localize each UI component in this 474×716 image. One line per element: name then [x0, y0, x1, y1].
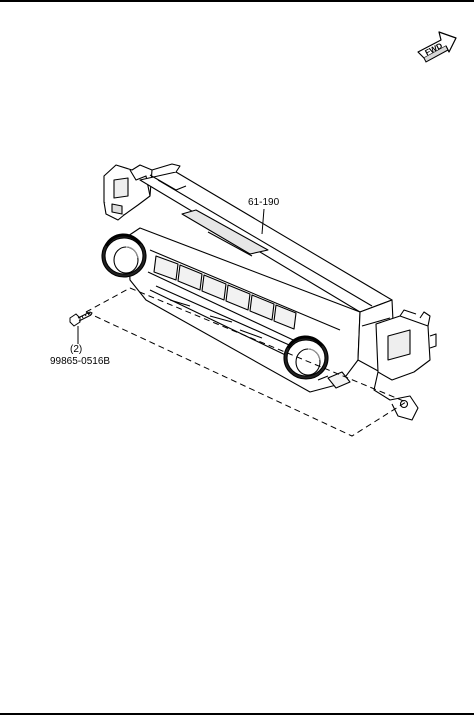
left-temperature-knob — [101, 233, 147, 278]
climate-control-unit — [101, 163, 437, 421]
screw-icon — [69, 311, 93, 327]
left-mounting-bracket — [103, 164, 153, 221]
right-mounting-bracket — [373, 309, 437, 421]
part-leader-line — [261, 208, 265, 235]
control-button — [225, 284, 251, 311]
control-button — [273, 304, 297, 330]
control-button — [177, 264, 203, 291]
mounting-guide-line — [85, 287, 407, 437]
screw-part-number-label: 99865-0516B — [50, 356, 110, 367]
fwd-arrow-icon: FWD — [417, 31, 457, 63]
button-row — [153, 255, 297, 330]
control-button — [249, 294, 275, 321]
screw-quantity-label: (2) — [70, 344, 82, 355]
top-border — [0, 0, 474, 2]
display-slot — [181, 209, 269, 255]
control-button — [153, 255, 179, 281]
part-number-label: 61-190 — [248, 197, 280, 208]
right-temperature-knob — [283, 335, 329, 380]
bottom-border — [0, 713, 474, 715]
control-button — [201, 274, 227, 301]
